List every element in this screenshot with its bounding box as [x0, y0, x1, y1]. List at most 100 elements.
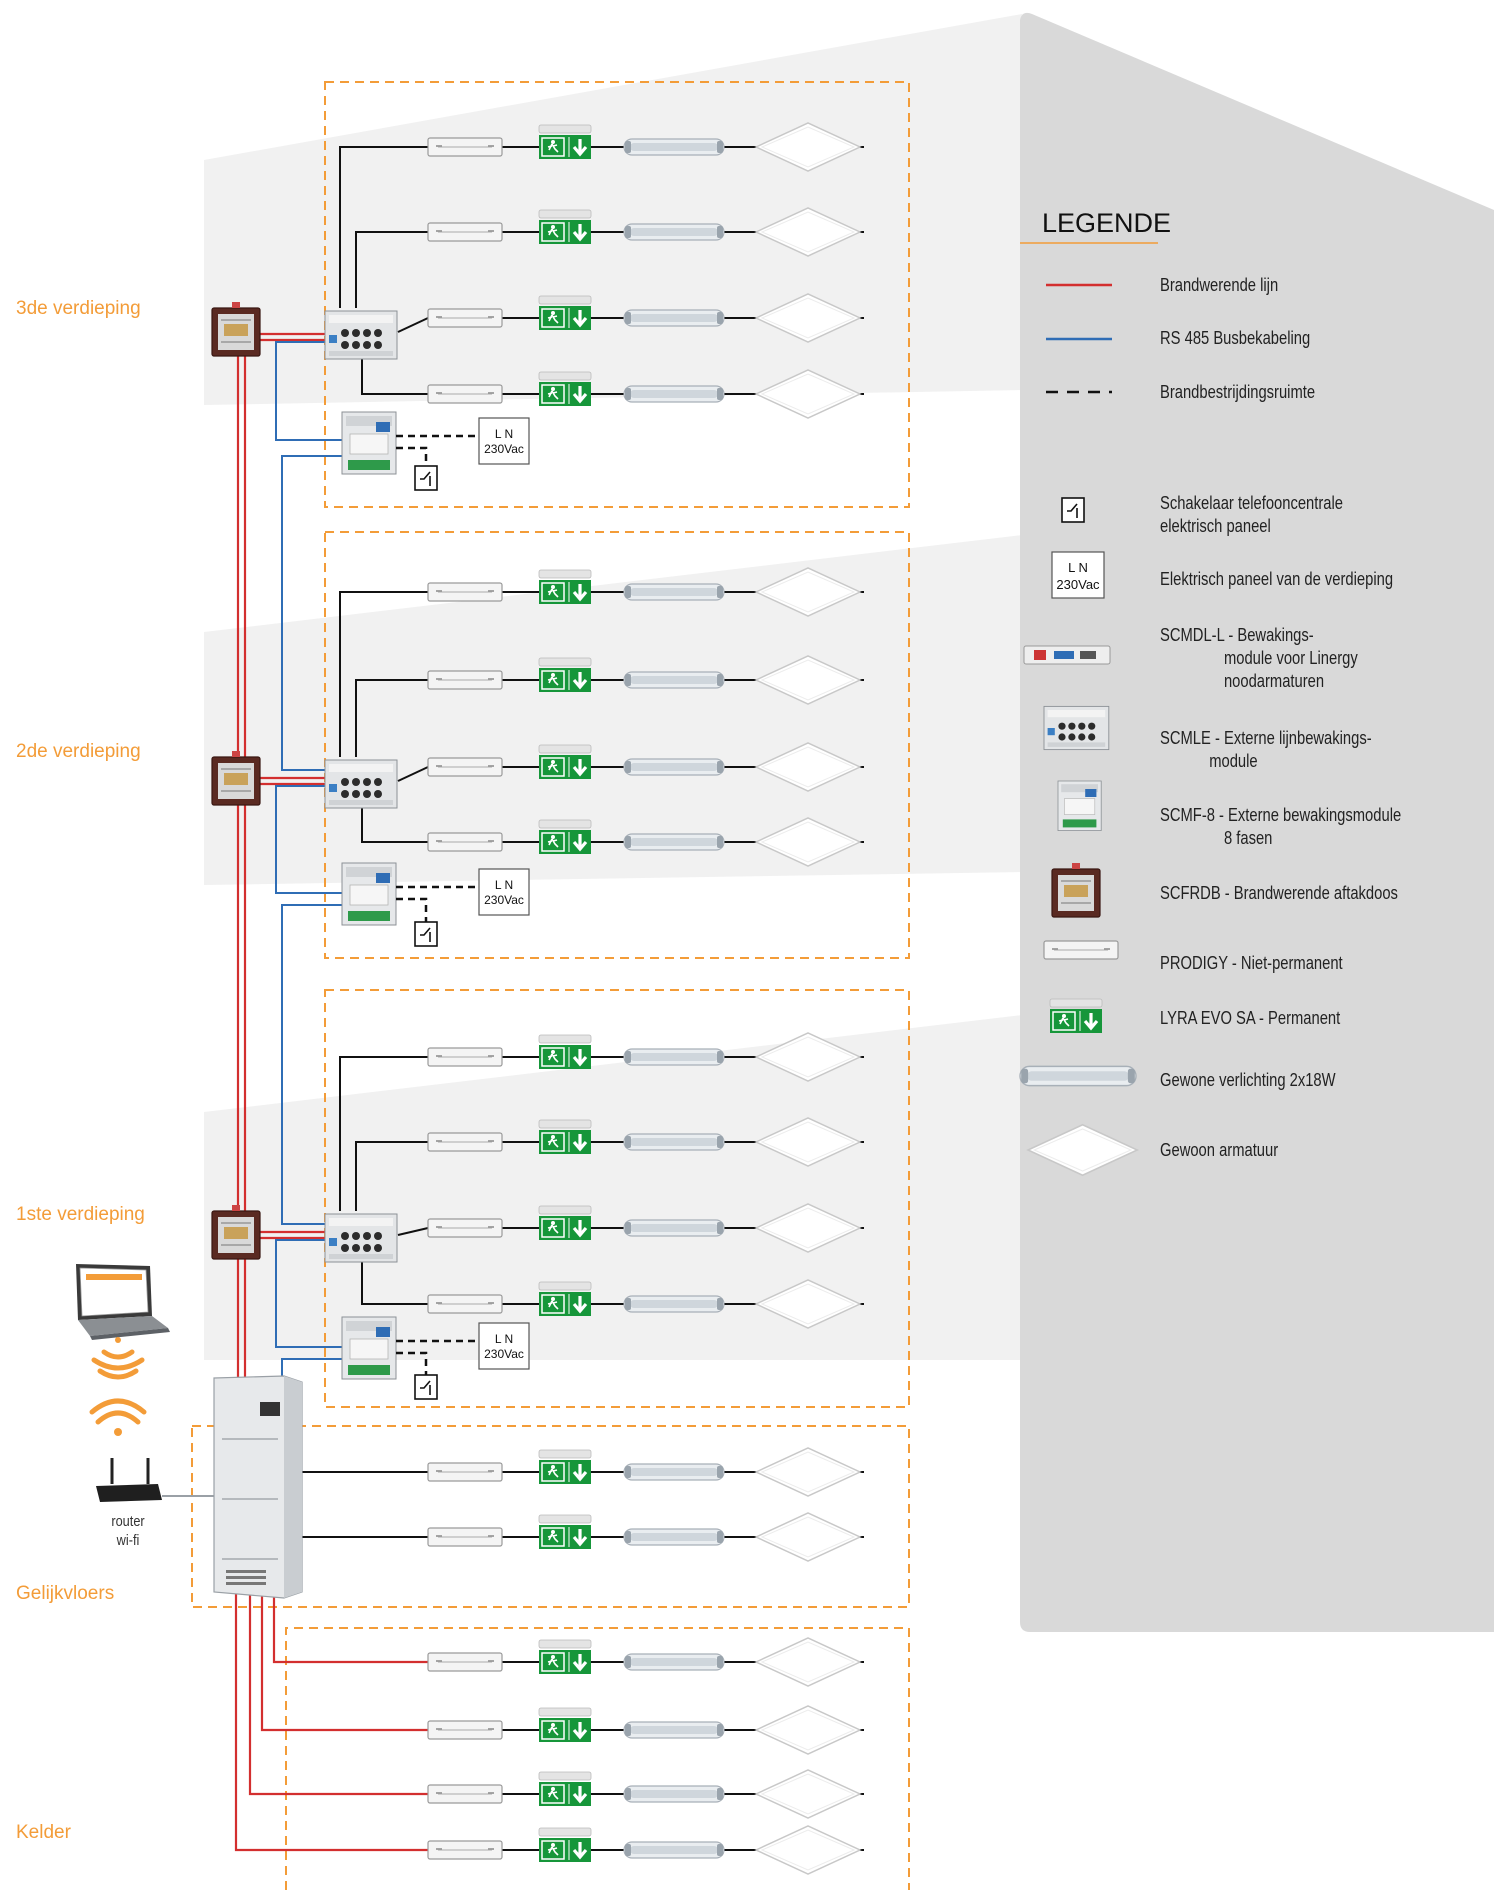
ground-row-1	[427, 1447, 864, 1497]
prodigy-icon	[427, 1294, 503, 1314]
lyra-exit-sign-icon	[537, 208, 593, 246]
panel-box-text-2: 230Vac	[484, 893, 524, 907]
floor-3-row-3	[427, 293, 864, 343]
zone-floor-3	[324, 81, 910, 508]
prodigy-icon	[427, 1047, 503, 1067]
prodigy-icon	[427, 582, 503, 602]
scfrdb-box-icon	[211, 750, 261, 806]
control-line	[396, 897, 428, 926]
prodigy-icon	[427, 832, 503, 852]
legend-item-scfrdb: SCFRDB - Brandwerende aftakdoos	[1160, 883, 1398, 903]
scmle-module-icon	[324, 759, 398, 809]
lyra-exit-sign-icon	[537, 1770, 593, 1808]
floor-3-row-4	[427, 369, 864, 419]
tube-light-icon	[623, 385, 725, 403]
legend-item-tube: Gewone verlichting 2x18W	[1160, 1070, 1336, 1090]
lyra-exit-sign-icon	[537, 294, 593, 332]
central-battery-cabinet[interactable]	[213, 1375, 303, 1599]
floor-1-row-3	[427, 1203, 864, 1253]
router-caption-line2: wi-fi	[116, 1532, 140, 1549]
panel-light-icon	[755, 1512, 861, 1562]
legend-panel-box-icon	[1051, 551, 1105, 599]
legend-panel-box-text-2: 230Vac	[1056, 577, 1100, 592]
floor-3-row-1	[427, 122, 864, 172]
prodigy-icon	[427, 1527, 503, 1547]
floor-label-ground: Gelijkvloers	[16, 1583, 115, 1604]
panel-light-icon	[755, 1447, 861, 1497]
rs485-bus-lines	[275, 341, 342, 1380]
switch-icon[interactable]	[414, 1374, 438, 1400]
switch-icon[interactable]	[414, 921, 438, 947]
lyra-exit-sign-icon	[537, 743, 593, 781]
legend-item-floor-panel: Elektrisch paneel van de verdieping	[1160, 569, 1394, 589]
laptop-icon	[76, 1264, 170, 1340]
scmf-module-icon	[341, 862, 397, 926]
basement-row-3	[427, 1769, 864, 1819]
tube-light-icon	[623, 1295, 725, 1313]
tube-light-icon	[623, 671, 725, 689]
scmf-module-icon	[341, 1316, 397, 1380]
legend-item-lyra: LYRA EVO SA - Permanent	[1160, 1008, 1341, 1028]
lyra-exit-sign-icon	[537, 1204, 593, 1242]
lyra-exit-sign-icon	[537, 370, 593, 408]
floor-label-basement: Kelder	[16, 1822, 71, 1843]
lyra-exit-sign-icon	[537, 1826, 593, 1864]
lyra-exit-sign-icon	[537, 1706, 593, 1744]
legend-panel-box-text-1: L N	[1068, 560, 1088, 575]
panel-box-text-2: 230Vac	[484, 1347, 524, 1361]
switch-icon[interactable]	[414, 465, 438, 491]
basement-row-1	[427, 1637, 864, 1687]
fire-compartments	[191, 81, 910, 1890]
tube-light-icon	[623, 833, 725, 851]
basement-row-4	[427, 1825, 864, 1875]
lyra-exit-sign-icon	[537, 656, 593, 694]
legend-item-scmle: SCMLE - Externe lijnbewakings-module	[1160, 728, 1372, 771]
legend-switch-icon	[1061, 497, 1085, 523]
floor-1-row-4	[427, 1279, 864, 1329]
scmle-module-icon	[324, 310, 398, 360]
lyra-exit-sign-icon	[537, 568, 593, 606]
lyra-exit-sign-icon	[537, 818, 593, 856]
legend-scmle-module-icon	[1043, 705, 1110, 751]
tube-light-icon	[623, 1528, 725, 1546]
tube-light-icon	[623, 1841, 725, 1859]
floor-3-branch-wiring	[339, 146, 429, 395]
tube-light-icon	[623, 1721, 725, 1739]
floor-2-row-4	[427, 817, 864, 867]
legend-lyra-exit-sign-icon	[1048, 997, 1104, 1035]
prodigy-icon	[427, 1840, 503, 1860]
tube-light-icon	[623, 223, 725, 241]
prodigy-icon	[427, 384, 503, 404]
scmf-module-icon	[341, 411, 397, 475]
prodigy-icon	[427, 757, 503, 777]
fixture-rows	[302, 122, 864, 1875]
prodigy-icon	[427, 137, 503, 157]
tube-light-icon	[623, 758, 725, 776]
panel-box-text-1: L N	[495, 878, 513, 892]
floor-1-row-2	[427, 1117, 864, 1167]
panel-light-icon	[755, 1825, 861, 1875]
panel-light-icon	[755, 1705, 861, 1755]
floor-3-row-2	[427, 207, 864, 257]
router-caption: router wi-fi	[104, 1512, 152, 1550]
lyra-exit-sign-icon	[537, 1448, 593, 1486]
lyra-exit-sign-icon	[537, 1513, 593, 1551]
legend-title: LEGENDE	[1042, 208, 1172, 238]
zone-floor-1	[324, 989, 910, 1408]
floor-2-row-2	[427, 655, 864, 705]
basement-row-2	[427, 1705, 864, 1755]
floor-label-3: 3de verdieping	[16, 298, 141, 319]
tube-light-icon	[623, 1219, 725, 1237]
prodigy-icon	[427, 1218, 503, 1238]
fire-resistant-lines	[234, 330, 428, 1852]
lyra-exit-sign-icon	[537, 1118, 593, 1156]
panel-light-icon	[755, 1769, 861, 1819]
tube-light-icon	[623, 1133, 725, 1151]
zone-floor-2	[324, 531, 910, 959]
